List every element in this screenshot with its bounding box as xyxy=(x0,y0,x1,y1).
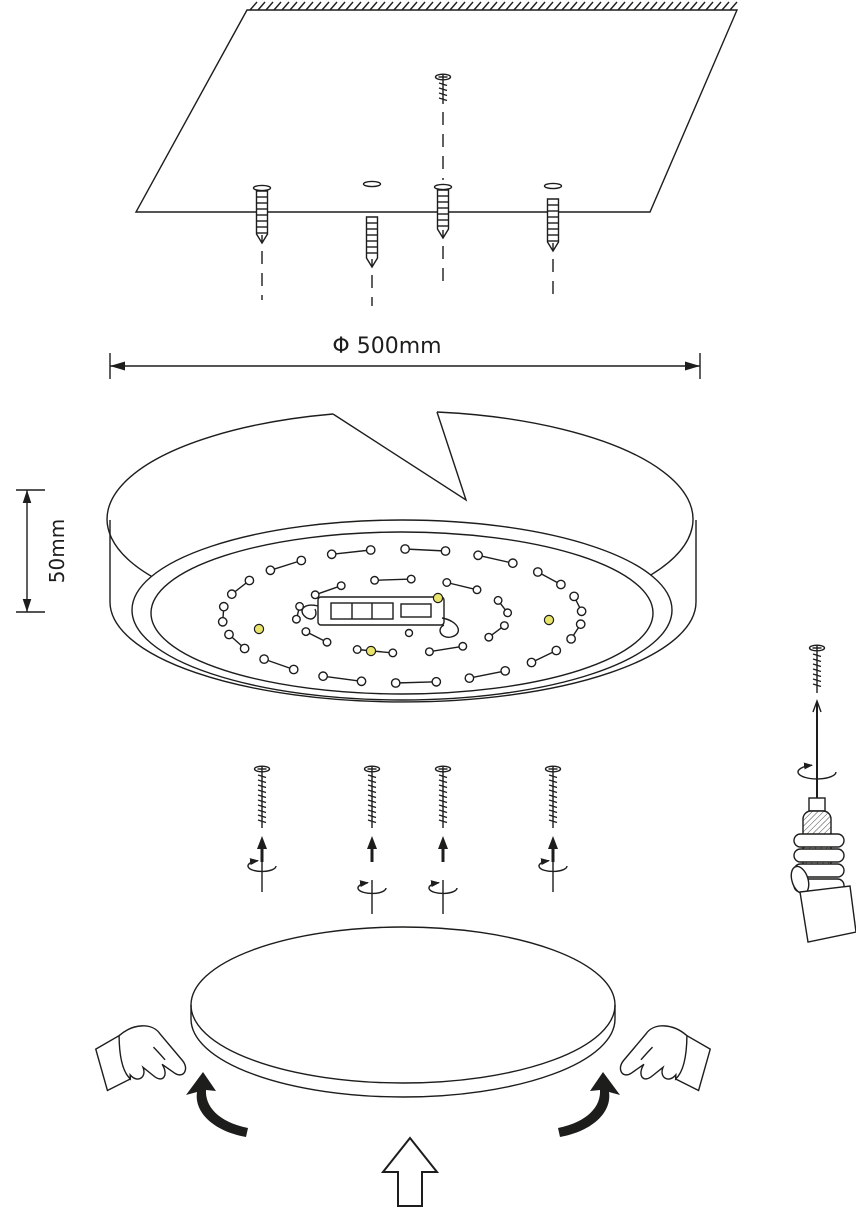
wall-plugs xyxy=(252,180,563,306)
lamp-base xyxy=(106,411,697,703)
diameter-label: Φ 500mm xyxy=(332,334,441,359)
pilot-screw xyxy=(434,73,452,180)
cable-clip-left xyxy=(301,604,319,620)
board-screws xyxy=(253,592,555,657)
wrist-cuff xyxy=(799,885,856,943)
lamp-rim-notch xyxy=(332,411,468,502)
diffuser-top xyxy=(190,926,616,1084)
led-strips xyxy=(217,544,587,688)
mounting-screws xyxy=(247,765,568,914)
ceiling-panel xyxy=(134,9,739,213)
screwdriver-hand xyxy=(790,833,856,943)
height-arrow-bottom xyxy=(22,599,32,612)
hand-left xyxy=(87,1015,194,1107)
driver-housing xyxy=(317,596,445,626)
terminal-block xyxy=(330,602,394,620)
hand-right xyxy=(612,1015,719,1107)
cable-clip-right xyxy=(439,617,460,638)
height-dimension: 50mm xyxy=(16,489,69,613)
diffuser-cover xyxy=(190,926,616,1098)
ceiling-section xyxy=(134,1,739,213)
height-arrow-top xyxy=(22,490,32,503)
push-up-arrow xyxy=(380,1136,440,1207)
diameter-arrow-left xyxy=(110,361,125,371)
finger xyxy=(793,848,845,863)
driver-box xyxy=(301,596,460,638)
cable-grommet xyxy=(404,628,414,638)
diameter-dimension: Φ 500mm xyxy=(109,334,701,379)
rotate-arrow-right xyxy=(558,1072,620,1137)
lamp-bottom-edge xyxy=(109,601,697,703)
diffuser-rim xyxy=(190,1005,616,1098)
height-label: 50mm xyxy=(45,519,69,583)
driver-label xyxy=(400,603,432,618)
finger xyxy=(793,833,845,848)
ceiling-hatch xyxy=(249,1,738,11)
rotate-arrow-left xyxy=(186,1072,248,1137)
diameter-arrow-right xyxy=(685,361,700,371)
